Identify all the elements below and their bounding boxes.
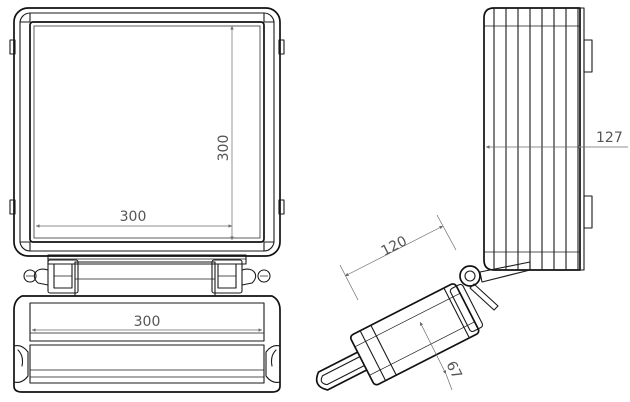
- side-view: 127: [459, 7, 628, 311]
- mount-bracket-view: [315, 283, 484, 391]
- bracket-length-dim-label: 120: [379, 233, 410, 259]
- bracket-height-dim-line: [419, 321, 447, 375]
- front-width-dim-label: 300: [120, 209, 147, 225]
- bracket-height-dim-label: 67: [442, 359, 464, 382]
- side-depth-dim-label: 127: [596, 130, 623, 146]
- bracket-length-dim-line: [344, 225, 444, 277]
- front-height-dim-label: 300: [216, 135, 232, 162]
- base-width-dim-label: 300: [134, 314, 161, 330]
- front-view: 300 300: [9, 7, 285, 393]
